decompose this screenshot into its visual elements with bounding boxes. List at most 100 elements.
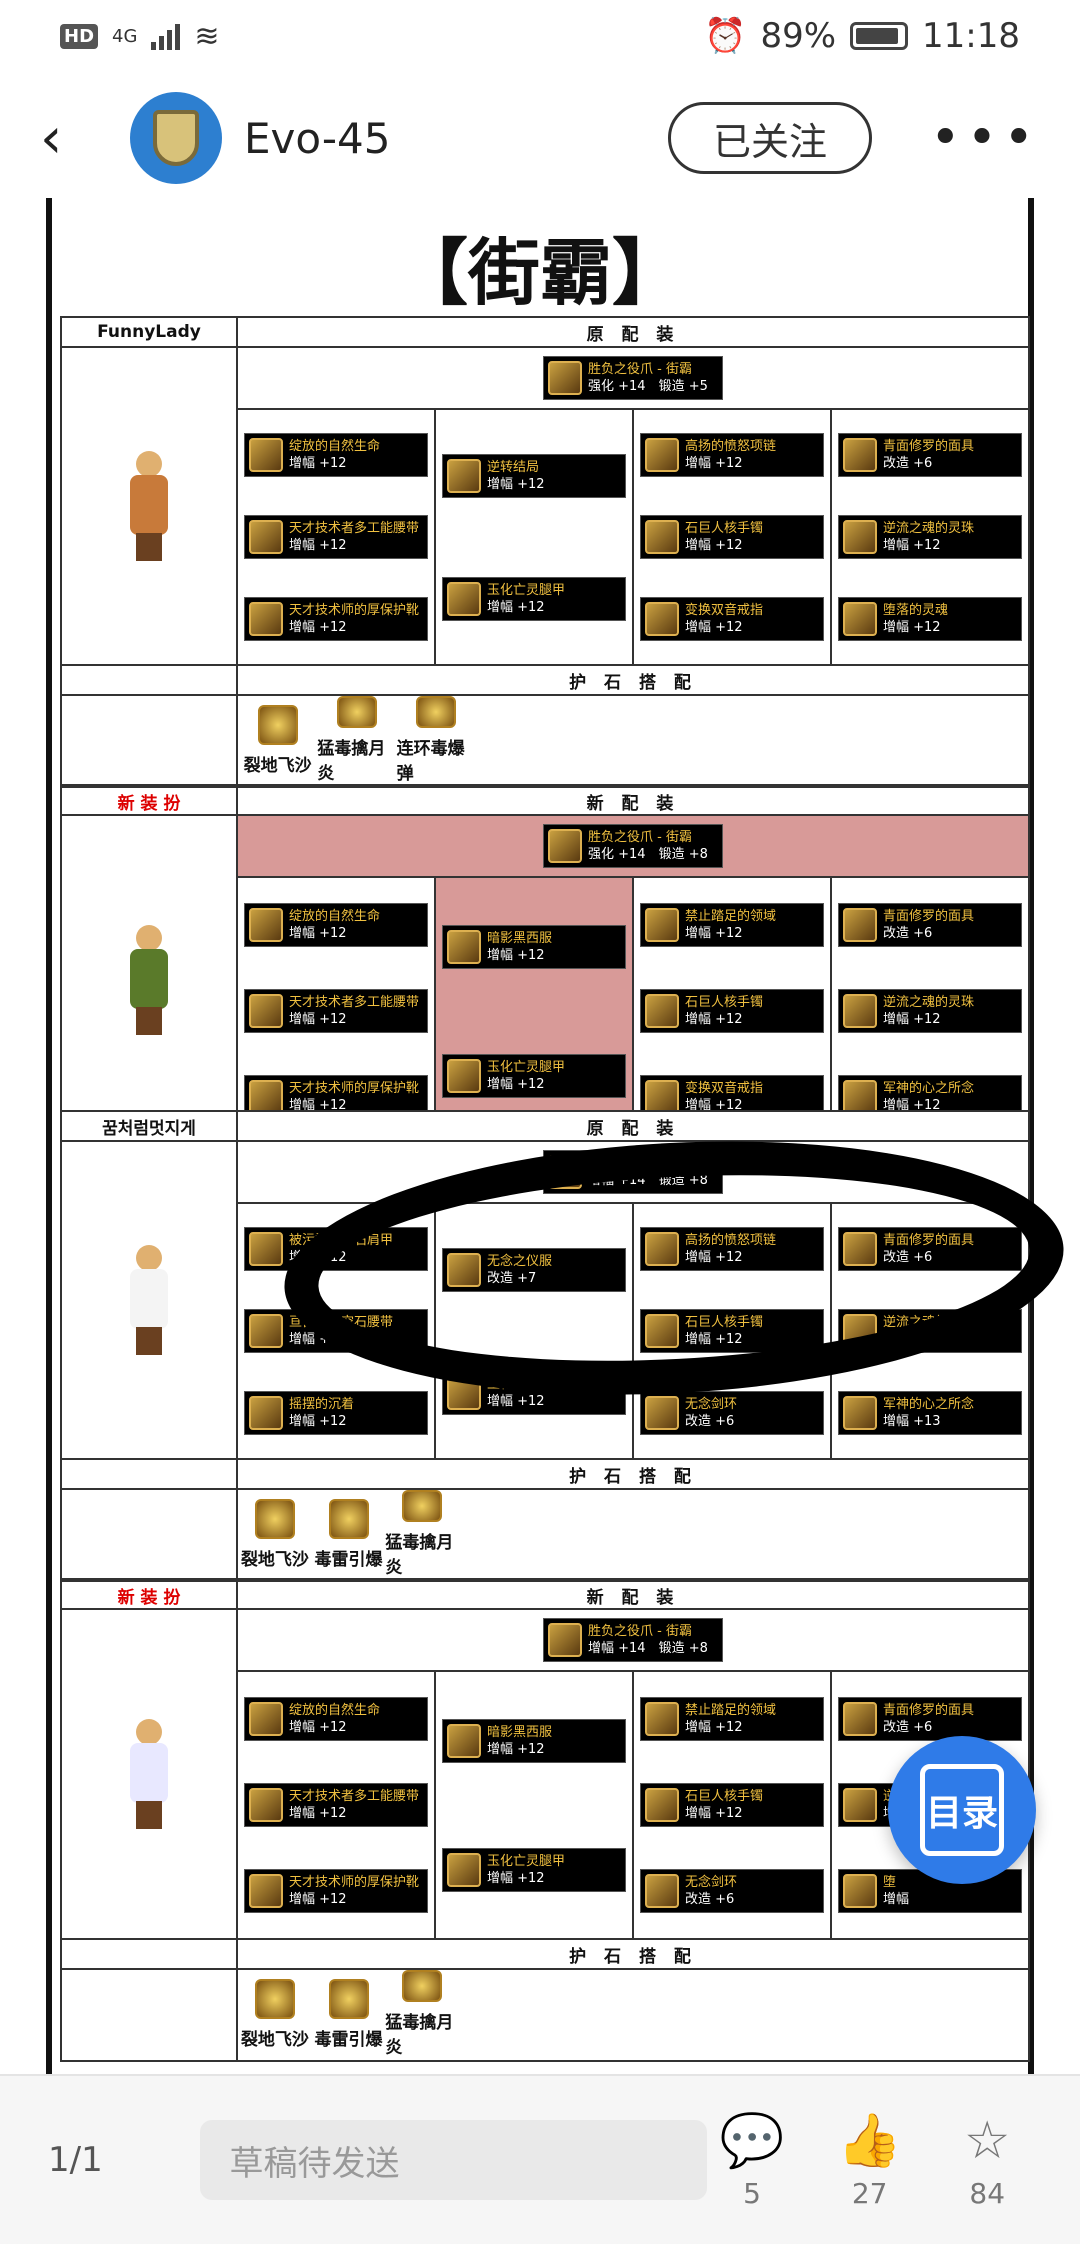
more-options-icon[interactable]: ••• (929, 108, 1040, 168)
equipment-item[interactable]: 逆流之魂的灵珠 增幅 +13 (838, 1309, 1022, 1353)
equipment-item[interactable]: 青面修罗的面具 改造 +6 (838, 903, 1022, 947)
equipment-item[interactable]: 青面修罗的面具 改造 +6 (838, 1227, 1022, 1271)
equipment-item[interactable]: 军神的心之所念 增幅 +13 (838, 1391, 1022, 1435)
comment-count: 5 (743, 2176, 761, 2210)
equipment-stat: 增幅 +12 (289, 538, 347, 553)
equipment-item[interactable]: 青面修罗的面具 改造 +6 (838, 1697, 1022, 1741)
gem-slot[interactable]: 毒雷引爆 (312, 1970, 386, 2058)
equipment-item[interactable]: 堕落的灵魂 增幅 +12 (838, 597, 1022, 641)
like-button[interactable]: 👍 27 (825, 2111, 915, 2210)
gem-icon (402, 1490, 443, 1522)
gem-slot[interactable]: 猛毒擒月炎 (385, 1970, 459, 2058)
gem-slot[interactable]: 连环毒爆弹 (397, 696, 476, 784)
gem-slot[interactable]: 裂地飞沙 (238, 696, 317, 784)
equipment-name: 青面修罗的面具 (883, 1233, 975, 1248)
follow-button[interactable]: 已关注 (667, 102, 872, 174)
comment-input[interactable]: 草稿待发送 (199, 2120, 708, 2200)
equipment-stat: 增幅 +12 (883, 538, 941, 553)
equipment-item[interactable]: 石巨人核手镯 增幅 +12 (640, 1783, 824, 1827)
equipment-item[interactable]: 胜负之役爪 - 街霸 强化 +14 锻造 +8 (543, 824, 723, 868)
equipment-item[interactable]: 青面修罗的面具 改造 +6 (838, 433, 1022, 477)
comment-button[interactable]: 💬 5 (707, 2111, 797, 2210)
equipment-stat: 改造 +6 (685, 1414, 735, 1429)
equipment-item[interactable]: 暗影黑西服 增幅 +12 (442, 924, 626, 969)
gem-icon (254, 1978, 295, 2019)
equipment-item[interactable]: 天才技术者多工能腰带 增幅 +12 (244, 1783, 428, 1827)
equipment-icon (645, 1080, 679, 1114)
equipment-name: 军神的心之所念 (883, 1397, 975, 1412)
gem-slot[interactable]: 裂地飞沙 (238, 1970, 312, 2058)
author-avatar[interactable] (130, 92, 222, 184)
equipment-icon (447, 1723, 481, 1758)
equipment-item[interactable]: 胜负之役爪 - 街霸 强化 +14 锻造 +5 (543, 356, 723, 400)
equipment-item[interactable]: 高扬的愤怒项链 增幅 +12 (640, 433, 824, 477)
equipment-item[interactable]: 绽放的自然生命 增幅 +12 (244, 1697, 428, 1741)
equipment-icon (249, 438, 283, 472)
equipment-item[interactable]: 玉化亡灵腿甲 增幅 +12 (442, 576, 626, 621)
favorite-count: 84 (969, 2176, 1006, 2210)
player-name: FunnyLady (62, 318, 238, 346)
equipment-stat: 增幅 +12 (487, 1076, 545, 1092)
gem-slot[interactable]: 毒雷引爆 (312, 1490, 386, 1578)
equipment-item[interactable]: 天才技术者多工能腰带 增幅 +12 (244, 515, 428, 559)
table-of-contents-button[interactable]: 目录 (888, 1736, 1036, 1884)
equipment-item[interactable]: 高扬的愤怒项链 增幅 +12 (640, 1227, 824, 1271)
equipment-item[interactable]: 玉化亡灵腿甲 增幅 +12 (442, 1847, 626, 1892)
equipment-item[interactable]: 逆转结局 增幅 +12 (442, 453, 626, 498)
back-arrow-icon[interactable]: ‹ (40, 105, 63, 171)
equipment-name: 摇摆的沉着 (289, 1397, 355, 1412)
equipment-stat: 强化 +14 锻造 +5 (588, 379, 708, 394)
equipment-item[interactable]: 无念剑环 改造 +6 (640, 1869, 824, 1913)
equipment-name: 青面修罗的面具 (883, 439, 975, 454)
gem-slot[interactable]: 裂地飞沙 (238, 1490, 312, 1578)
equipment-stat: 增幅 +12 (487, 1870, 545, 1886)
equipment-stat: 增幅 +12 (487, 947, 545, 963)
equipment-item[interactable]: 石巨人核手镯 增幅 +12 (640, 515, 824, 559)
equipment-stat: 改造 +6 (883, 926, 933, 941)
gem-header: 护 石 搭 配 (569, 1946, 697, 1967)
page-indicator: 1/1 (48, 2140, 103, 2180)
bottom-bar: 1/1 草稿待发送 💬 5 👍 27 ☆ 84 (0, 2074, 1080, 2244)
gem-slot[interactable]: 猛毒擒月炎 (385, 1490, 459, 1578)
gem-slot[interactable]: 猛毒擒月炎 (317, 696, 396, 784)
equipment-item[interactable]: 天才技术师的厚保护靴 增幅 +12 (244, 597, 428, 641)
equipment-item[interactable]: 胜负之役爪 - 街霸 增幅 +14 锻造 +8 (543, 1150, 723, 1194)
author-name[interactable]: Evo-45 (244, 113, 391, 163)
equipment-item[interactable]: 天才技术者多工能腰带 增幅 +12 (244, 989, 428, 1033)
equipment-item[interactable]: 胜负之役爪 - 街霸 增幅 +14 锻造 +8 (543, 1618, 723, 1662)
equipment-item[interactable]: 摇摆的沉着 增幅 +12 (244, 1391, 428, 1435)
equipment-item[interactable]: 无念剑环 改造 +6 (640, 1391, 824, 1435)
equipment-name: 绽放的自然生命 (289, 1703, 381, 1718)
equipment-item[interactable]: 石巨人核手镯 增幅 +12 (640, 1309, 824, 1353)
gem-name: 猛毒擒月炎 (317, 739, 386, 784)
equipment-item[interactable]: 亘古的悬空石腰带 增幅 +12 (244, 1309, 428, 1353)
equipment-item[interactable]: 变换双音戒指 增幅 +12 (640, 597, 824, 641)
equipment-item[interactable]: 玉化亡灵腿甲 增幅 +12 (442, 1053, 626, 1098)
equipment-item[interactable]: 逆流之魂的灵珠 增幅 +12 (838, 515, 1022, 559)
equipment-item[interactable]: 禁止踏足的领域 增幅 +12 (640, 903, 824, 947)
equipment-item[interactable]: 禁止踏足的领域 增幅 +12 (640, 1697, 824, 1741)
equipment-item[interactable]: 无念之仪服 改造 +7 (442, 1247, 626, 1292)
equipment-item[interactable]: 天才技术师的厚保护靴 增幅 +12 (244, 1869, 428, 1913)
gem-name: 毒雷引爆 (314, 2029, 383, 2050)
equipment-stat: 增幅 +12 (289, 1414, 347, 1429)
equipment-icon (843, 1396, 877, 1430)
equipment-stat: 增幅 +12 (289, 1012, 347, 1027)
star-icon: ☆ (963, 2110, 1011, 2171)
equipment-item[interactable]: 石巨人核手镯 增幅 +12 (640, 989, 824, 1033)
equipment-item[interactable]: 绽放的自然生命 增幅 +12 (244, 433, 428, 477)
equipment-stat: 增幅 +12 (685, 926, 743, 941)
equipment-item[interactable]: 暗影黑西服 增幅 +12 (442, 1718, 626, 1763)
equipment-name: 逆流之魂的灵珠 (883, 521, 975, 536)
equipment-icon (447, 1058, 481, 1093)
equipment-icon (447, 1375, 481, 1410)
equipment-name: 胜负之役爪 - 街霸 (588, 1624, 692, 1639)
equipment-stat: 增幅 (883, 1892, 910, 1907)
equipment-item[interactable]: 被污染的冰石肩甲 增幅 +12 (244, 1227, 428, 1271)
equipment-item[interactable]: 玉化亡灵腿甲 增幅 +12 (442, 1370, 626, 1415)
favorite-button[interactable]: ☆ 84 (942, 2111, 1032, 2210)
equipment-item[interactable]: 逆流之魂的灵珠 增幅 +12 (838, 989, 1022, 1033)
equipment-item[interactable]: 绽放的自然生命 增幅 +12 (244, 903, 428, 947)
equipment-icon (645, 438, 679, 472)
